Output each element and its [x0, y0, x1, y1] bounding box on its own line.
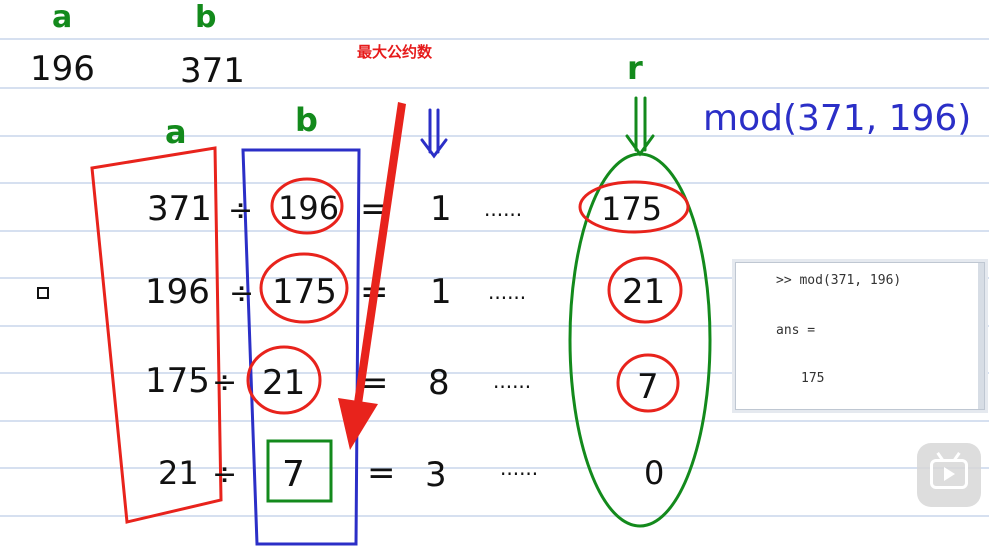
red-arrow-icon [338, 102, 406, 450]
gcd-caption: 最大公约数 [357, 43, 433, 61]
column-label-a: a [165, 113, 187, 151]
column-a-box [90, 146, 223, 524]
divisor: 21 [262, 363, 305, 403]
terminal-scrollbar[interactable] [978, 263, 984, 409]
dots: ...... [488, 280, 526, 304]
divisor: 196 [278, 189, 339, 227]
quotient: 1 [430, 272, 452, 312]
divide-sign: ÷ [212, 457, 237, 492]
dividend: 371 [147, 189, 212, 229]
quotient: 1 [430, 189, 452, 229]
equals-sign: = [367, 453, 396, 493]
division-row: 175 ÷ 21 = 8 ...... 7 [145, 361, 659, 407]
terminal-ans-label: ans = [776, 323, 816, 338]
double-down-arrow-icon [625, 96, 655, 157]
matlab-output-panel: >> mod(371, 196) ans = 175 [735, 262, 985, 410]
divide-sign: ÷ [228, 193, 253, 228]
column-label-r: r [627, 49, 643, 87]
video-play-icon [944, 467, 955, 481]
remainder: 7 [637, 367, 659, 407]
remainder: 175 [601, 190, 662, 228]
gcd-box [266, 439, 333, 503]
bullet-square-icon [37, 287, 49, 299]
dots: ...... [493, 369, 531, 393]
ruled-lines [0, 38, 989, 517]
quotient: 8 [428, 363, 450, 403]
dividend: 196 [145, 272, 210, 312]
dividend: 175 [145, 361, 210, 401]
dots: ...... [500, 456, 538, 480]
red-circles [246, 177, 690, 415]
division-row: 21 ÷ 7 = 3 ...... 0 [158, 453, 664, 495]
header-value-b: 371 [180, 51, 245, 91]
video-play-button[interactable] [917, 443, 981, 507]
column-b-box [241, 148, 361, 546]
header-value-a: 196 [30, 49, 95, 89]
header-label-b: b [195, 0, 216, 35]
remainder-oval [568, 152, 712, 528]
terminal-result: 175 [801, 371, 825, 386]
divide-sign: ÷ [212, 365, 237, 400]
division-row: 371 ÷ 196 = 1 ...... 175 [147, 189, 662, 229]
dividend: 21 [158, 454, 199, 492]
quotient: 3 [425, 455, 447, 495]
divide-sign: ÷ [229, 276, 254, 311]
dots: ...... [484, 197, 522, 221]
remainder: 0 [644, 454, 664, 492]
divisor: 175 [272, 272, 337, 312]
column-label-b: b [295, 101, 318, 139]
divisor: 7 [282, 454, 305, 495]
terminal-command: >> mod(371, 196) [776, 273, 902, 288]
header-label-a: a [52, 0, 72, 35]
double-down-arrow-icon [420, 108, 448, 159]
mod-expression: mod(371, 196) [703, 98, 971, 139]
play-icon-screen [930, 459, 968, 489]
remainder: 21 [622, 272, 665, 312]
